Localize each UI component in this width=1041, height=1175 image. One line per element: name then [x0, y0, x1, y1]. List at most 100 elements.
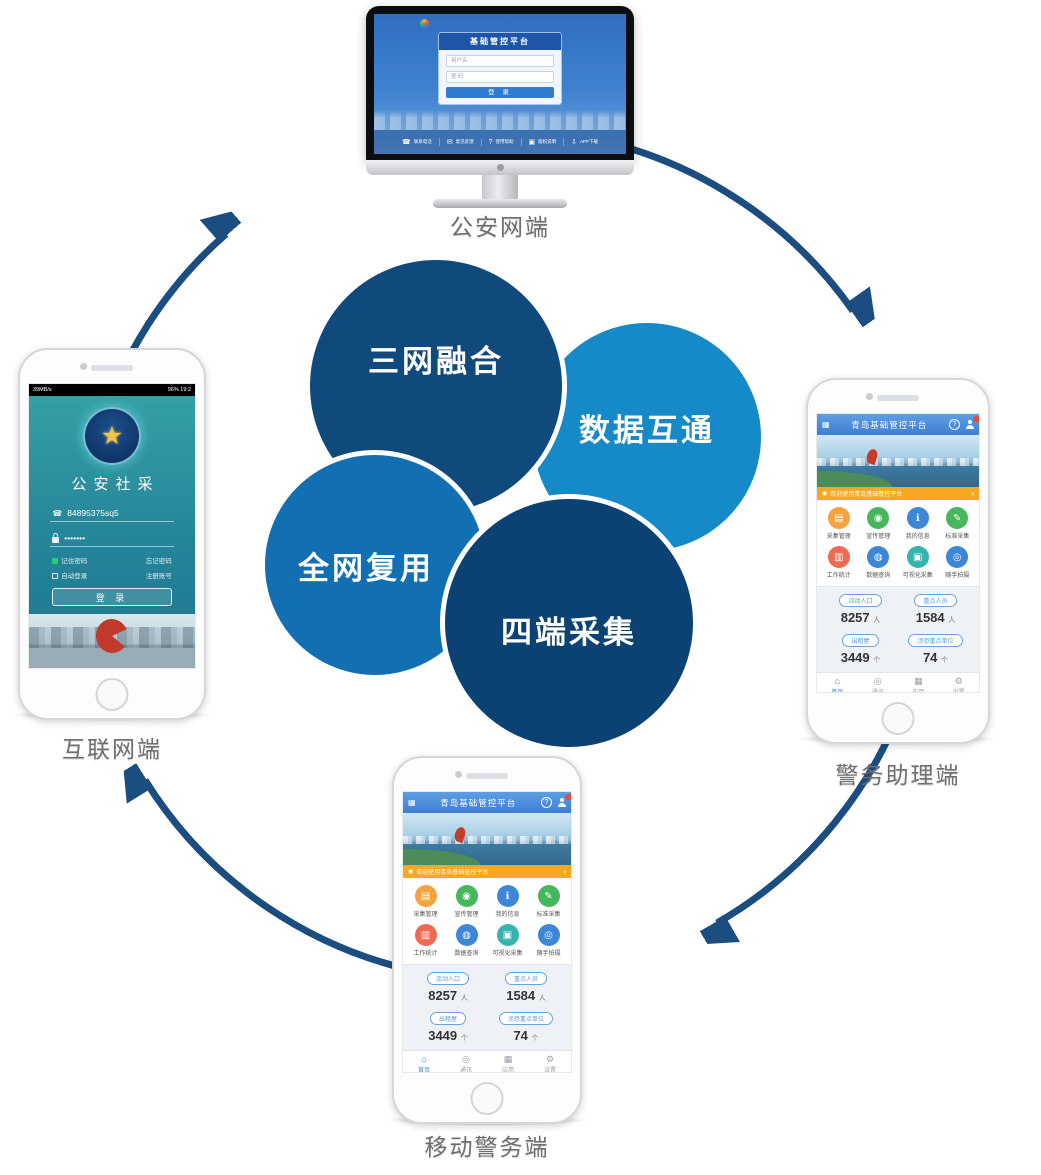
info-icon: ℹ: [906, 507, 929, 529]
home-button[interactable]: [881, 702, 915, 735]
grid-item-label: 标准采集: [945, 534, 970, 540]
circle-label: 四端采集: [501, 614, 637, 650]
tab-apps[interactable]: ▦ 应用: [898, 673, 939, 693]
app-grid: ▤ 采集管理 ◉ 宣传管理 ℹ 我的信息 ✎ 标准采集: [403, 878, 571, 964]
plaza-photo: [29, 614, 195, 668]
coast-skyline: [403, 835, 571, 844]
login-button[interactable]: 登 录: [52, 588, 172, 606]
footer-label: 意见反馈: [455, 139, 474, 144]
auto-login-checkbox[interactable]: 自动登录: [52, 570, 87, 580]
internet-phone-screen: 39MB/s 96% 19:2 ★ 公安社采 ☎ 84895375sq5 •••…: [28, 383, 196, 669]
stat-floating-population: 流动人口 8257 人: [409, 972, 487, 1003]
tab-label: 应用: [912, 689, 925, 693]
grid-item-label: 数据查询: [454, 951, 479, 957]
login-panel: 基础管控平台 用户名 密 码 登 录: [438, 32, 562, 105]
footer-item-copyright[interactable]: ▣ 版权说明: [520, 138, 564, 146]
tab-contacts[interactable]: ◎ 通讯: [445, 1051, 487, 1072]
app-title: 公安社采: [71, 476, 160, 493]
user-icon[interactable]: [965, 416, 979, 429]
tab-settings[interactable]: ⚙ 设置: [529, 1051, 571, 1073]
stat-key-units: 涉恐重点单位 74 个: [487, 1012, 565, 1043]
notice-bar[interactable]: ◉ 欢迎使用青岛基础管控平台 ›: [817, 487, 979, 500]
grid-item-standard-collect[interactable]: ✎ 标准采集: [528, 885, 569, 918]
app-header: ▦ 青岛基础管控平台 ?: [817, 414, 979, 435]
app-header: ▦ 青岛基础管控平台 ?: [403, 792, 571, 813]
stat-rental-houses: 出租屋 3449 个: [823, 634, 898, 665]
menu-icon[interactable]: ▦: [822, 420, 830, 429]
account-field[interactable]: ☎ 84895375sq5: [50, 505, 174, 522]
remember-password-checkbox[interactable]: 记住密码: [52, 555, 87, 565]
username-input[interactable]: 用户名: [446, 55, 554, 67]
stat-number: 3449: [428, 1028, 458, 1043]
stat-label-pill: 涉恐重点单位: [498, 1012, 553, 1025]
footer-item-help[interactable]: ? 使用帮助: [480, 138, 521, 146]
forgot-password-link[interactable]: 忘记密码: [145, 558, 172, 565]
password-field[interactable]: •••••••: [50, 530, 174, 547]
phone-speaker: [877, 395, 919, 401]
stat-number: 1584: [915, 610, 945, 625]
stat-label-pill: 出租屋: [429, 1012, 466, 1025]
desktop-login-page: 基础管控平台 用户名 密 码 登 录 ☎ 联系电话 ✉ 意见反馈: [374, 14, 626, 154]
footer-item-feedback[interactable]: ✉ 意见反馈: [438, 138, 481, 146]
tab-label: 设置: [543, 1067, 556, 1073]
password-input[interactable]: 密 码: [446, 71, 554, 83]
grid-item-visual-collect[interactable]: ▣ 可视化采集: [898, 546, 938, 579]
stat-unit: 人: [873, 617, 881, 624]
register-link[interactable]: 注册账号: [145, 573, 172, 580]
notice-bar[interactable]: ◉ 欢迎使用青岛基础管控平台 ›: [403, 865, 571, 878]
grid-item-visual-collect[interactable]: ▣ 可视化采集: [487, 924, 528, 957]
grid-item-snapshot[interactable]: ◎ 随手拍摄: [938, 546, 978, 579]
stat-number: 8257: [840, 610, 870, 625]
options-row: 记住密码 忘记密码: [52, 555, 172, 565]
stat-unit: 个: [531, 1035, 539, 1042]
grid-item-work-stats[interactable]: ▥ 工作统计: [819, 546, 859, 579]
grid-item-snapshot[interactable]: ◎ 随手拍摄: [528, 924, 569, 957]
tab-home[interactable]: ⌂ 首页: [817, 673, 858, 692]
login-button[interactable]: 登 录: [446, 87, 554, 98]
grid-item-publicity-mgmt[interactable]: ◉ 宣传管理: [859, 507, 899, 540]
footer-item-phone[interactable]: ☎ 联系电话: [395, 138, 439, 146]
assistant-phone-screen: ▦ 青岛基础管控平台 ? ◉ 欢迎使用青岛基础管控平台 ›: [816, 413, 980, 693]
footer-label: APP下载: [580, 139, 599, 144]
grid-item-label: 宣传管理: [866, 534, 891, 540]
grid-item-publicity-mgmt[interactable]: ◉ 宣传管理: [446, 885, 487, 918]
stat-number: 3449: [840, 650, 870, 665]
app-grid: ▤ 采集管理 ◉ 宣传管理 ℹ 我的信息 ✎ 标准采集: [817, 500, 979, 586]
grid-item-my-info[interactable]: ℹ 我的信息: [487, 885, 528, 918]
imac-bezel: 基础管控平台 用户名 密 码 登 录 ☎ 联系电话 ✉ 意见反馈: [366, 6, 634, 160]
grid-item-data-query[interactable]: ◍ 数据查询: [446, 924, 487, 957]
grid-item-label: 采集管理: [826, 534, 851, 540]
tab-home[interactable]: ⌂ 首页: [403, 1051, 445, 1072]
grid-item-label: 我的信息: [495, 912, 520, 918]
grid-item-label: 我的信息: [905, 534, 930, 540]
search-icon: ◍: [455, 924, 478, 946]
status-bar: 39MB/s 96% 19:2: [29, 384, 195, 396]
grid-item-collection-mgmt[interactable]: ▤ 采集管理: [819, 507, 859, 540]
menu-icon[interactable]: ▦: [408, 798, 416, 807]
camera-icon: ◎: [946, 546, 969, 568]
tab-apps[interactable]: ▦ 应用: [487, 1051, 529, 1072]
footer-item-app-download[interactable]: ⇩ APP下载: [563, 138, 605, 146]
circle-four-terminals: 四端采集: [440, 494, 698, 752]
banner-photo: [817, 435, 979, 487]
grid-item-standard-collect[interactable]: ✎ 标准采集: [938, 507, 978, 540]
help-icon[interactable]: ?: [541, 797, 552, 808]
grid-item-collection-mgmt[interactable]: ▤ 采集管理: [405, 885, 446, 918]
home-button[interactable]: [470, 1082, 504, 1115]
mail-icon: ✉: [446, 139, 453, 146]
tab-settings[interactable]: ⚙ 设置: [939, 673, 980, 692]
help-icon[interactable]: ?: [949, 419, 960, 430]
notification-badge: [973, 416, 979, 422]
home-button[interactable]: [95, 678, 129, 711]
grid-item-label: 随手拍摄: [536, 951, 561, 957]
tab-contacts[interactable]: ◎ 通讯: [858, 673, 899, 692]
user-icon[interactable]: [557, 794, 571, 807]
grid-item-data-query[interactable]: ◍ 数据查询: [859, 546, 899, 579]
collection-icon: ▤: [827, 507, 850, 529]
pencil-icon: ✎: [946, 507, 969, 529]
banner-photo: [403, 813, 571, 865]
stat-label-pill: 重点人员: [504, 972, 547, 985]
stat-label-pill: 流动人口: [839, 594, 882, 607]
grid-item-work-stats[interactable]: ▥ 工作统计: [405, 924, 446, 957]
grid-item-my-info[interactable]: ℹ 我的信息: [898, 507, 938, 540]
